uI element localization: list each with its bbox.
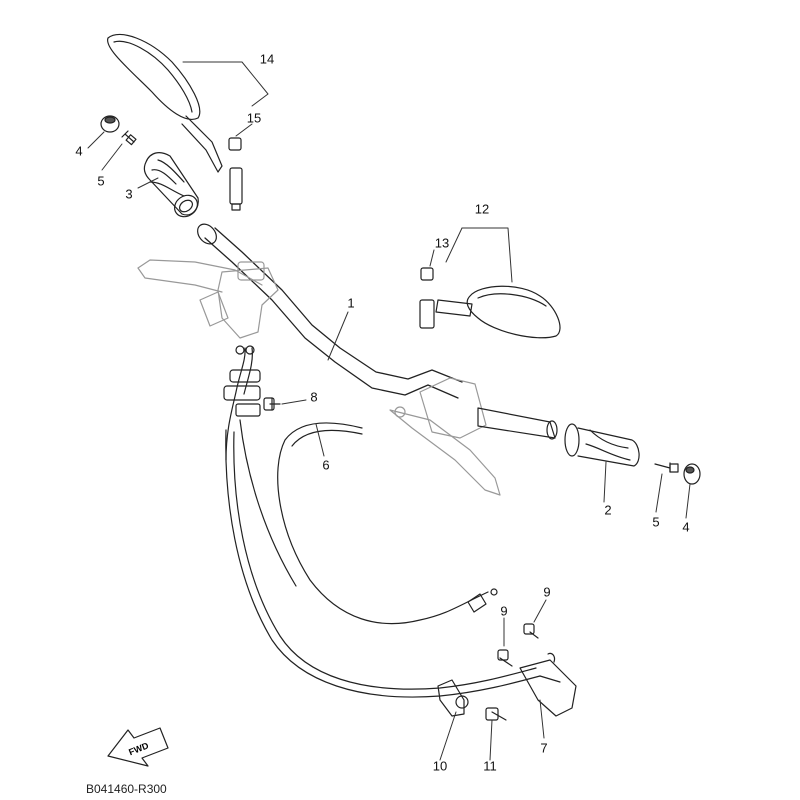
callout-14: 14 <box>259 51 275 67</box>
clutch-cable <box>277 422 498 625</box>
callout-9-right: 9 <box>543 584 551 600</box>
mirror-caps <box>228 137 434 281</box>
handlebar <box>197 223 463 399</box>
right-grip <box>564 423 640 467</box>
callout-5-left: 5 <box>97 173 105 189</box>
right-switch-and-brake-lever <box>389 377 501 496</box>
cable-guide-bracket <box>519 652 577 717</box>
callout-3: 3 <box>125 186 133 202</box>
callout-13: 13 <box>434 235 450 251</box>
throttle-cables <box>225 419 541 698</box>
callout-9-left: 9 <box>500 603 508 619</box>
callout-6: 6 <box>322 457 330 473</box>
callout-10: 10 <box>432 758 448 774</box>
callout-1: 1 <box>347 295 355 311</box>
callout-5-right: 5 <box>652 514 660 530</box>
callout-4-left: 4 <box>75 143 83 159</box>
forward-direction-arrow <box>107 727 169 767</box>
callout-2: 2 <box>604 502 612 518</box>
right-mirror <box>419 285 561 339</box>
left-mirror <box>107 33 243 211</box>
callout-4-right: 4 <box>682 519 690 535</box>
callout-15: 15 <box>246 110 262 126</box>
left-grip <box>143 152 199 218</box>
callout-7: 7 <box>540 740 548 756</box>
bar-end-weights <box>100 115 701 485</box>
leader-lines <box>87 61 691 761</box>
callout-12: 12 <box>474 201 490 217</box>
throttle-tube <box>477 407 558 440</box>
callout-8: 8 <box>310 389 318 405</box>
screws <box>121 130 679 473</box>
cable-clamp <box>437 679 469 717</box>
diagram-code: B041460-R300 <box>86 782 167 796</box>
callout-11: 11 <box>483 758 497 774</box>
left-switch-and-clutch-lever <box>137 259 279 339</box>
switch-wire-bundle <box>223 345 261 461</box>
